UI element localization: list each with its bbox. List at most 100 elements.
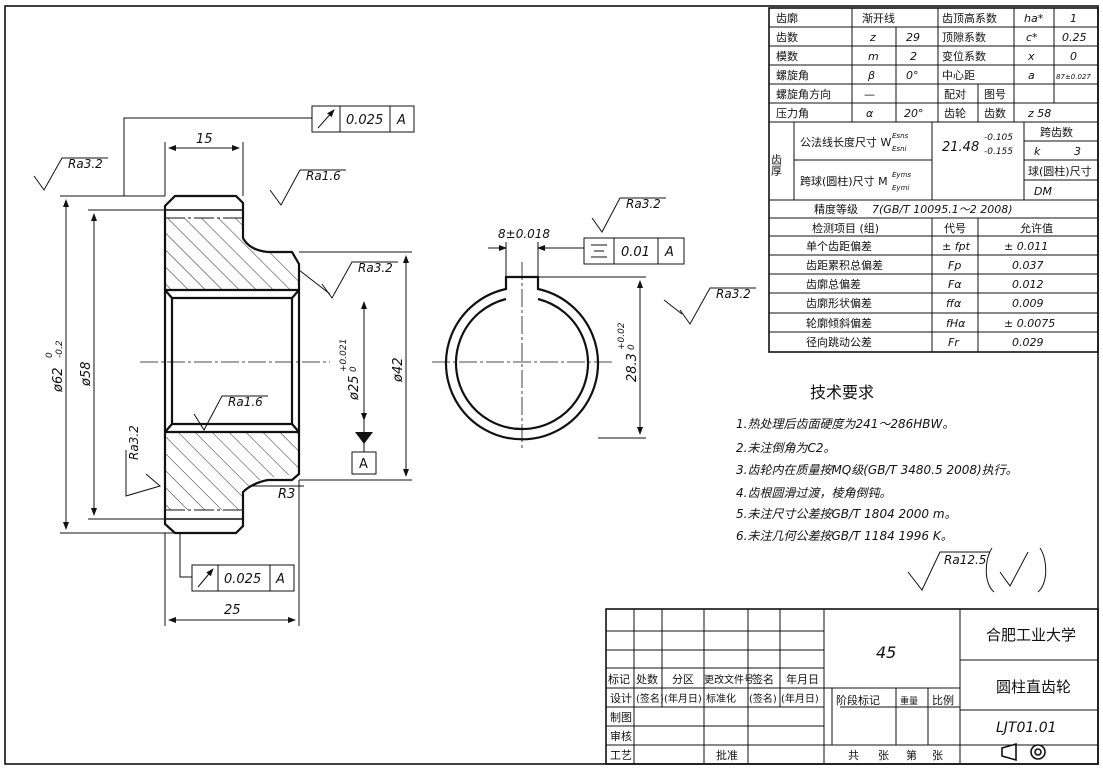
- weight-label: 重量: [900, 695, 918, 707]
- insp-4-name: 轮廓倾斜偏差: [806, 316, 872, 330]
- w-sub-up: Esns: [892, 132, 909, 140]
- param-r2-c2: 2: [910, 50, 917, 63]
- param-r4-c5: 图号: [984, 88, 1006, 101]
- symmetry-tolerance: 0.01 A: [556, 237, 685, 265]
- param-r2-c4: 变位系数: [942, 49, 986, 63]
- runout-bottom-value: 0.025: [224, 572, 261, 587]
- dim-d42: ø42: [299, 251, 412, 481]
- w-label: 公法线长度尺寸 W: [800, 135, 891, 149]
- keyway-depth-lower: 0: [627, 344, 637, 350]
- hdr-mark: 标记: [608, 672, 630, 686]
- note-2: 2.未注倒角为C2。: [736, 441, 835, 455]
- total-label: 共: [848, 749, 859, 762]
- projection-symbol-icon: [1001, 742, 1046, 762]
- insp-2-name: 齿廓总偏差: [806, 277, 861, 291]
- hdr-zone: 分区: [672, 673, 694, 686]
- note-4: 4.齿根圆滑过渡，棱角倒钝。: [736, 486, 891, 500]
- dim-d62-lower: -0.2: [55, 340, 65, 358]
- param-r5-c2: 20°: [904, 107, 924, 120]
- roughness-ra16-bore: Ra1.6: [193, 395, 268, 432]
- param-r2-c1: m: [868, 50, 879, 63]
- param-r3-c4: 中心距: [942, 69, 975, 82]
- ra32-left-text: Ra3.2: [68, 157, 103, 171]
- tooth-label: 齿厚: [770, 154, 783, 177]
- total-unit: 张: [878, 749, 889, 762]
- gear-section-view: [140, 194, 330, 535]
- review-label: 审核: [610, 729, 632, 743]
- param-r3-c6: 87±0.027: [1056, 73, 1091, 81]
- runout-top-ref: A: [396, 113, 406, 128]
- keyway-depth-upper: +0.02: [617, 322, 627, 350]
- hatch-top: [165, 218, 299, 290]
- dim-r3: R3: [252, 485, 304, 502]
- approve-label: 批准: [716, 748, 738, 762]
- roughness-general: Ra12.5: [907, 547, 1047, 593]
- dim-d25-text: ø25: [347, 376, 362, 402]
- symmetry-ref: A: [664, 245, 674, 260]
- param-r5-c5: 齿数: [984, 107, 1006, 120]
- code-head: 代号: [944, 222, 966, 235]
- span-label: 跨齿数: [1040, 126, 1073, 139]
- insp-5-val: 0.029: [1012, 336, 1044, 349]
- w-sub-lo: Esni: [892, 145, 907, 153]
- note-3: 3.齿轮内在质量按MQ级(GB/T 3480.5 2008)执行。: [736, 463, 1018, 477]
- ra32-mid-text: Ra3.2: [358, 261, 393, 275]
- gear-end-view: [432, 262, 612, 450]
- ball-symbol: DM: [1034, 185, 1052, 198]
- dim-d58-text: ø58: [79, 362, 94, 388]
- dim-keyway-depth: 28.3 +0.02 0: [538, 276, 646, 439]
- param-r0-c6: 1: [1070, 12, 1077, 25]
- scale-label: 比例: [932, 693, 954, 707]
- dim-d62-text: ø62: [51, 368, 66, 394]
- param-r5-c1: α: [866, 107, 874, 120]
- dim-15: 15: [164, 132, 244, 196]
- keyway-width-text: 8±0.018: [498, 227, 550, 241]
- dim-d62-upper: 0: [45, 352, 55, 358]
- ra32-side-text: Ra3.2: [127, 425, 141, 460]
- precision-value: 7(GB/T 10095.1～2 2008): [872, 203, 1013, 216]
- w-lower: -0.155: [984, 147, 1013, 157]
- m-sub-lo: Eymi: [892, 184, 909, 192]
- chamfer-circle: [454, 297, 590, 431]
- hdr-change-doc: 更改文件号: [704, 673, 754, 686]
- insp-1-code: Fp: [948, 259, 961, 272]
- dim-25: 25: [164, 480, 300, 626]
- roughness-ra32-left: Ra3.2: [33, 157, 108, 191]
- insp-head: 检测项目 (组): [812, 221, 879, 235]
- roughness-ra32-side: Ra3.2: [125, 425, 162, 497]
- insp-4-val: ± 0.0075: [1004, 317, 1055, 330]
- note-6: 6.未注几何公差按GB/T 1184 1996 K。: [736, 529, 953, 543]
- dim-d25-upper: +0.021: [339, 339, 349, 372]
- school-name: 合肥工业大学: [986, 626, 1076, 644]
- param-r3-c0: 螺旋角: [776, 68, 809, 82]
- roughness-ra16-top: Ra1.6: [269, 169, 346, 206]
- param-r1-c2: 29: [906, 31, 920, 44]
- runout-top-value: 0.025: [346, 113, 383, 128]
- draw-label: 制图: [610, 711, 632, 724]
- gear-parameter-table: 齿廓 渐开线 齿顶高系数 ha* 1 齿数 z 29 顶隙系数 c* 0.25 …: [768, 7, 1099, 353]
- material: 45: [876, 643, 896, 662]
- insp-0-val: ± 0.011: [1004, 240, 1048, 253]
- insp-1-val: 0.037: [1012, 259, 1044, 272]
- m-sub-up: Eyms: [892, 171, 911, 179]
- notes-title: 技术要求: [810, 383, 874, 402]
- param-r2-c0: 模数: [776, 50, 798, 63]
- dim-15-text: 15: [196, 132, 213, 147]
- roughness-ra32-mid: Ra3.2: [298, 261, 398, 299]
- standard-label: 标准化: [706, 692, 736, 705]
- design-label: 设计: [610, 692, 632, 705]
- keyway-depth-text: 28.3: [625, 353, 640, 382]
- dim-d62: ø62 0 -0.2: [45, 195, 175, 534]
- datum-a-text: A: [359, 457, 368, 472]
- param-r4-c4: 配对: [944, 87, 966, 101]
- precision-label: 精度等级: [814, 202, 858, 216]
- dim-d25-lower: 0: [349, 366, 359, 372]
- bore-with-keyway: [444, 275, 600, 441]
- design-date: (年月日): [664, 692, 702, 705]
- insp-2-val: 0.012: [1012, 278, 1044, 291]
- param-r0-c4: 齿顶高系数: [942, 11, 997, 25]
- w-upper: -0.105: [984, 133, 1013, 143]
- runout-top: 0.025 A: [123, 105, 415, 196]
- param-r0-c0: 齿廓: [776, 11, 798, 25]
